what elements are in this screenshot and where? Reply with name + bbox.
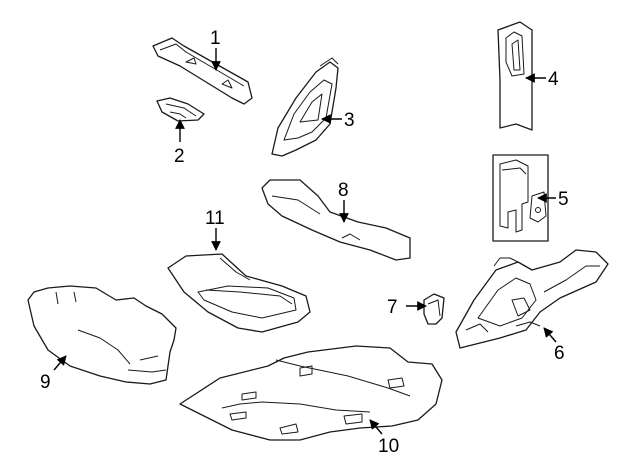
callout-8: 8 [338, 180, 349, 201]
part-10-floor-carpet [179, 345, 443, 441]
part-1-trim-panel [152, 37, 253, 105]
callout-2: 2 [174, 146, 185, 167]
callout-6: 6 [554, 343, 565, 364]
callout-11: 11 [205, 208, 225, 229]
callout-9: 9 [40, 372, 51, 393]
leader-9 [53, 355, 67, 371]
callout-labels: 1 2 3 4 5 6 7 8 9 10 11 [40, 28, 569, 457]
callout-5: 5 [558, 189, 569, 210]
part-11-floor-mat [167, 253, 311, 333]
part-2-bracket [156, 97, 205, 122]
part-7-cap [423, 293, 445, 325]
callout-4: 4 [548, 69, 559, 90]
callout-3: 3 [344, 110, 355, 131]
callout-10: 10 [378, 436, 399, 457]
part-6-floor-rail [455, 249, 609, 349]
leader-6 [543, 327, 557, 343]
part-8-sill-plate [261, 179, 411, 261]
leader-10 [369, 419, 383, 435]
part-3-pillar-trim [271, 57, 339, 157]
part-9-insulator [27, 285, 177, 385]
callout-7: 7 [387, 297, 398, 318]
part-4-b-pillar-trim [497, 21, 533, 131]
callout-1: 1 [210, 28, 221, 49]
leader-lines [53, 48, 557, 435]
